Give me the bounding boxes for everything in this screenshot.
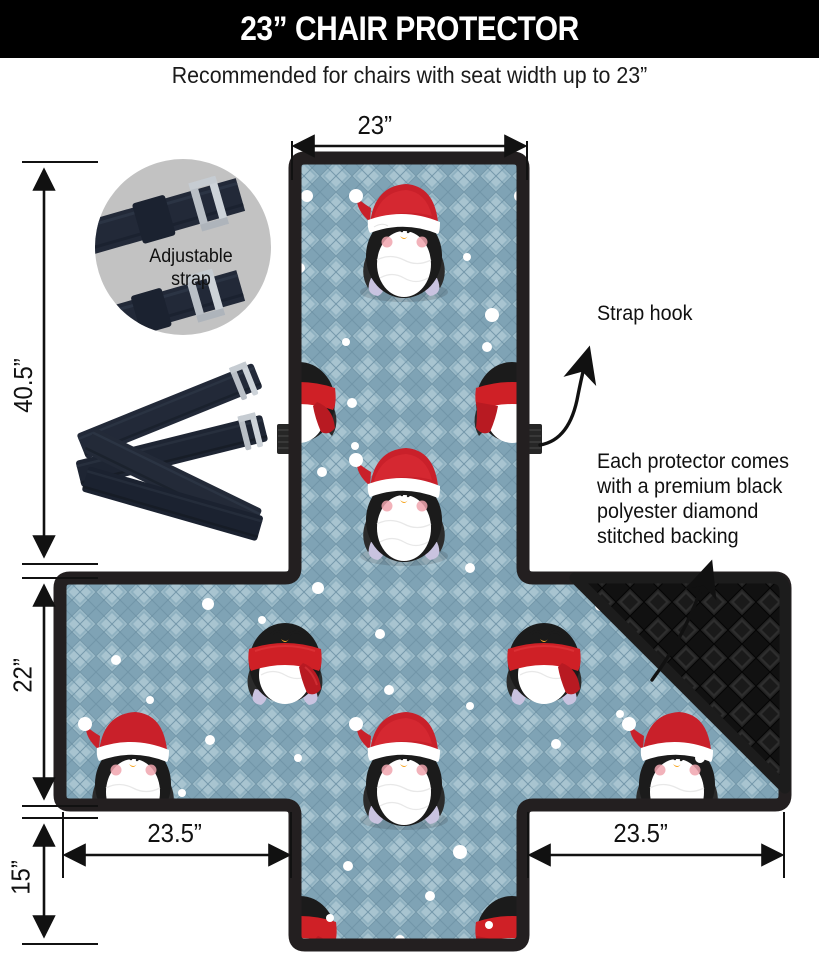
callout-arrows [538, 345, 717, 682]
page-subtitle: Recommended for chairs with seat width u… [171, 62, 648, 88]
dimension-right-arm: 23.5” [613, 818, 668, 848]
page-title: 23” CHAIR PROTECTOR [240, 9, 579, 48]
penguin-hat-mid [349, 448, 448, 566]
backing-annotation: Each protector comes with a premium blac… [597, 450, 790, 548]
dimension-lines [22, 134, 785, 945]
header-bar [0, 0, 819, 58]
dimension-back-height: 40.5” [8, 358, 39, 413]
adjustable-strap-inset [88, 152, 278, 342]
adjustable-strap-label: Adjustable strap [149, 246, 233, 290]
penguin-scarf-right-mid [506, 623, 582, 705]
dimension-top-width: 23” [357, 110, 393, 140]
penguin-hat-bottom-center [349, 712, 448, 830]
dimension-left-arm: 23.5” [147, 818, 202, 848]
strap-hook-annotation: Strap hook [597, 302, 693, 325]
dimension-seat-depth: 22” [7, 658, 38, 693]
loose-straps-illustration [60, 340, 280, 550]
penguin-scarf-left-mid [247, 623, 323, 705]
penguin-hat-top [349, 184, 448, 302]
dimension-skirt-drop: 15” [5, 860, 36, 895]
